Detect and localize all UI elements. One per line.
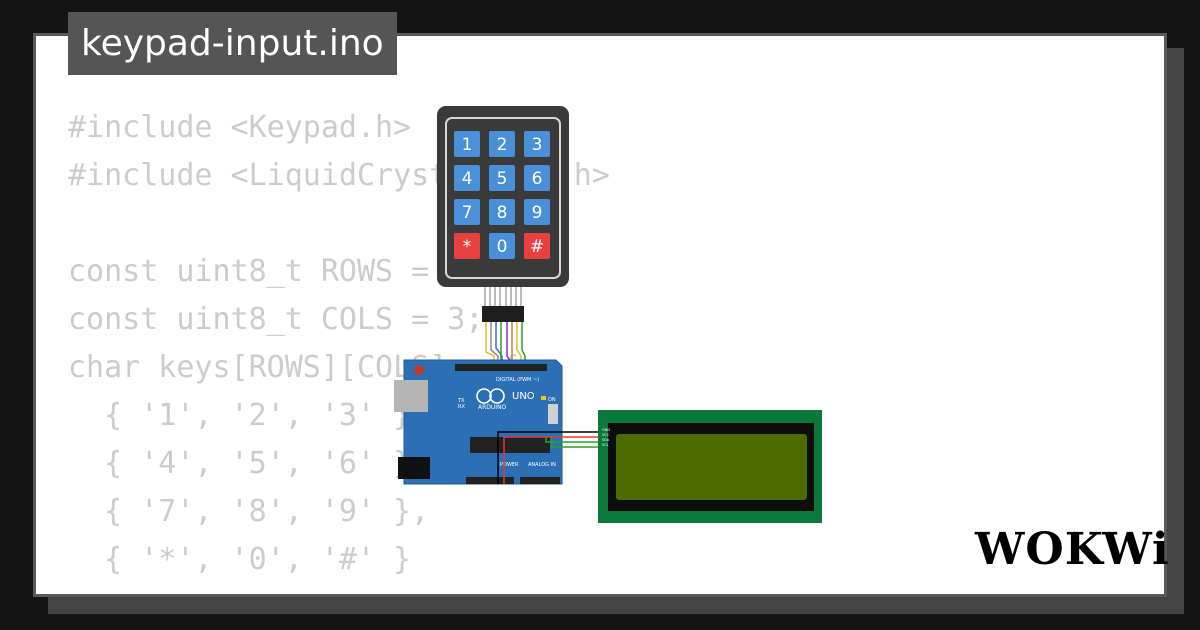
keypad-key[interactable]: 0: [489, 233, 515, 259]
keypad-key[interactable]: 2: [489, 131, 515, 157]
digital-pins-label: DIGITAL (PWM ~): [496, 377, 539, 383]
board-model-label: UNO: [512, 391, 535, 402]
usb-port: [394, 380, 428, 412]
lcd-display[interactable]: GND VCC SDA SCL: [598, 410, 822, 523]
keypad-key-label: 1: [462, 135, 473, 155]
keypad-key[interactable]: 5: [489, 165, 515, 191]
keypad-component[interactable]: 1 2 3 4 5 6 7 8 9 * 0 #: [437, 106, 569, 322]
microcontroller-chip: [470, 437, 550, 453]
keypad-key-cap: [524, 233, 550, 259]
keypad-key-label: 6: [532, 169, 543, 189]
reset-button: [414, 365, 424, 375]
keypad-connector: [482, 306, 524, 322]
code-line: { '7', '8', '9' },: [68, 494, 430, 529]
on-led: [541, 396, 546, 400]
keypad-key-cap: [454, 233, 480, 259]
keypad-key-cap: [524, 165, 550, 191]
code-line: };: [68, 584, 610, 594]
keypad-key-label: 3: [532, 135, 543, 155]
keypad-key-label: 2: [497, 135, 508, 155]
digital-header: [455, 364, 547, 371]
keypad-key-cap: [489, 199, 515, 225]
preview-card: #include <Keypad.h>#include <LiquidCryst…: [33, 33, 1167, 597]
logo-text: WOKWi: [975, 524, 1170, 575]
svg-text:VCC: VCC: [602, 433, 610, 437]
code-line: { '4', '5', '6' },: [68, 446, 430, 481]
keypad-key[interactable]: 8: [489, 199, 515, 225]
keypad-key-cap: [524, 199, 550, 225]
tx-label: TX: [457, 398, 465, 404]
keypad-key-cap: [489, 233, 515, 259]
svg-text:GND: GND: [602, 428, 610, 432]
keypad-key-label: 0: [497, 237, 508, 257]
code-listing: #include <Keypad.h>#include <LiquidCryst…: [68, 104, 610, 594]
lcd-pin-labels: GND VCC SDA SCL: [602, 428, 610, 447]
svg-text:SDA: SDA: [602, 438, 610, 442]
keypad-key[interactable]: *: [454, 233, 480, 259]
keypad-key[interactable]: 3: [524, 131, 550, 157]
power-pins-label: POWER: [500, 462, 519, 468]
keypad-key[interactable]: 4: [454, 165, 480, 191]
keypad-key[interactable]: 7: [454, 199, 480, 225]
keypad-key-label: 4: [462, 169, 473, 189]
keypad-key-label: 5: [497, 169, 508, 189]
lcd-wires: [497, 431, 604, 484]
analog-pins-label: ANALOG IN: [528, 462, 556, 468]
wokwi-logo: WOKWi: [975, 525, 1169, 575]
keypad-key-label: 9: [532, 203, 543, 223]
keypad-pins: [484, 287, 522, 306]
keypad-keys: 1 2 3 4 5 6 7 8 9 * 0 #: [454, 131, 550, 259]
icsp-header: [548, 404, 558, 424]
arduino-uno-board[interactable]: UNO ARDUINO DIGITAL (PWM ~) ANALOG IN PO…: [394, 359, 563, 485]
keypad-key[interactable]: 6: [524, 165, 550, 191]
keypad-key-label: *: [463, 237, 472, 257]
keypad-key-cap: [454, 199, 480, 225]
code-line: const uint8_t COLS = 3;: [68, 302, 484, 337]
on-led-label: ON: [548, 397, 556, 403]
code-line: char keys[ROWS][COLS] = {: [68, 350, 520, 385]
rx-label: RX: [458, 404, 465, 410]
svg-text:SCL: SCL: [602, 443, 609, 447]
power-header: [466, 477, 514, 484]
keypad-key[interactable]: #: [524, 233, 550, 259]
keypad-key-label: 8: [497, 203, 508, 223]
keypad-key-cap: [524, 131, 550, 157]
keypad-key-cap: [489, 131, 515, 157]
keypad-key-label: 7: [462, 203, 473, 223]
keypad-key-cap: [454, 165, 480, 191]
board-brand-label: ARDUINO: [478, 404, 507, 411]
power-jack: [398, 457, 430, 479]
analog-header: [520, 477, 560, 484]
code-line: { '*', '0', '#' }: [68, 542, 412, 577]
code-line: #include <Keypad.h>: [68, 110, 412, 145]
keypad-key[interactable]: 1: [454, 131, 480, 157]
keypad-key-label: #: [530, 237, 544, 257]
keypad-key-cap: [454, 131, 480, 157]
keypad-key[interactable]: 9: [524, 199, 550, 225]
keypad-key-cap: [489, 165, 515, 191]
file-name-tab[interactable]: keypad-input.ino: [68, 12, 397, 75]
keypad-border: [445, 117, 561, 279]
